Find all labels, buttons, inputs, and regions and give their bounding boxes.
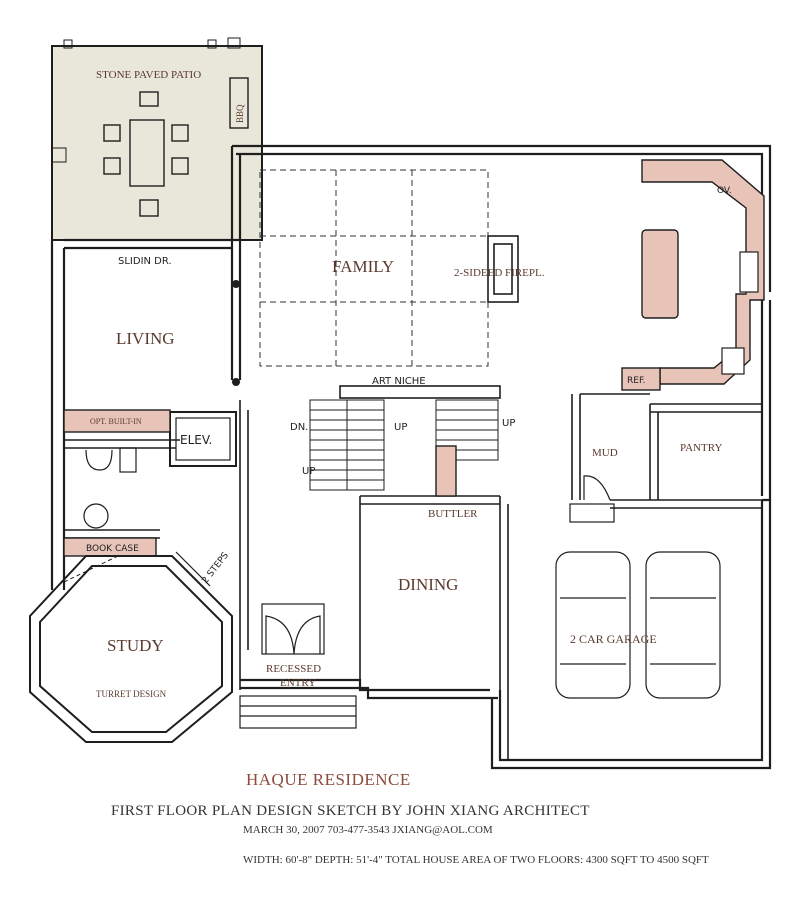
study-turret xyxy=(29,555,233,743)
drawing-subtitle: FIRST FLOOR PLAN DESIGN SKETCH BY JOHN X… xyxy=(111,803,590,819)
column-dot xyxy=(232,378,240,386)
elevator-label: ELEV. xyxy=(180,433,212,447)
stairs xyxy=(309,399,499,491)
art-niche-label: ART NICHE xyxy=(372,376,426,387)
turret-label: TURRET DESIGN xyxy=(96,689,167,699)
patio-label: STONE PAVED PATIO xyxy=(96,69,201,81)
built-in-label: OPT. BUILT-IN xyxy=(90,417,142,426)
sliding-door-label: SLIDIN DR. xyxy=(118,256,172,267)
garage-cars xyxy=(555,551,721,699)
bbq-grill xyxy=(229,77,249,129)
column-dot xyxy=(232,280,240,288)
contact-line: MARCH 30, 2007 703-477-3543 JXIANG@AOL.C… xyxy=(243,824,493,836)
powder-room xyxy=(83,447,137,529)
living-label: LIVING xyxy=(116,329,175,348)
drawing-title: HAQUE RESIDENCE xyxy=(246,770,411,789)
interior-walls xyxy=(64,393,762,760)
buttler-counter xyxy=(435,445,457,497)
study-steps-line xyxy=(175,551,211,587)
stair-up-label: UP xyxy=(394,422,407,433)
pantry-label: PANTRY xyxy=(680,442,722,454)
entry-doors xyxy=(239,603,357,729)
kitchen-island xyxy=(641,229,679,319)
fireplace xyxy=(487,235,519,303)
steps-label: 2 STEPS xyxy=(200,551,231,586)
buttler-label: BUTTLER xyxy=(428,508,478,520)
stair-up-label: UP xyxy=(502,418,515,429)
elevator xyxy=(169,411,237,467)
entry-label-line2: ENTRY xyxy=(280,677,316,689)
dining-label: DINING xyxy=(398,575,458,594)
mud-door xyxy=(569,475,615,523)
patio xyxy=(51,37,263,241)
book-case-label: BOOK CASE xyxy=(86,544,139,554)
fireplace-label: 2-SIDEED FIREPL. xyxy=(454,267,545,279)
bbq-label: BBQ xyxy=(235,104,245,123)
stair-up-label: UP xyxy=(302,466,315,477)
refrigerator-label: REF. xyxy=(627,376,646,386)
family-label: FAMILY xyxy=(332,257,394,276)
garage-label: 2 CAR GARAGE xyxy=(570,632,657,646)
entry-label-line1: RECESSED xyxy=(266,663,321,675)
sink xyxy=(739,251,759,293)
art-niche xyxy=(339,385,501,399)
oven-label: OV. xyxy=(717,186,732,196)
patio-table xyxy=(103,91,189,217)
cooktop xyxy=(721,347,745,375)
study-label: STUDY xyxy=(107,636,164,655)
built-in-shelf xyxy=(63,409,171,433)
refrigerator xyxy=(621,367,661,391)
stair-dn-label: DN. xyxy=(290,422,308,433)
dimensions-line: WIDTH: 60'-8" DEPTH: 51'-4" TOTAL HOUSE … xyxy=(243,854,709,866)
mud-label: MUD xyxy=(592,447,618,459)
